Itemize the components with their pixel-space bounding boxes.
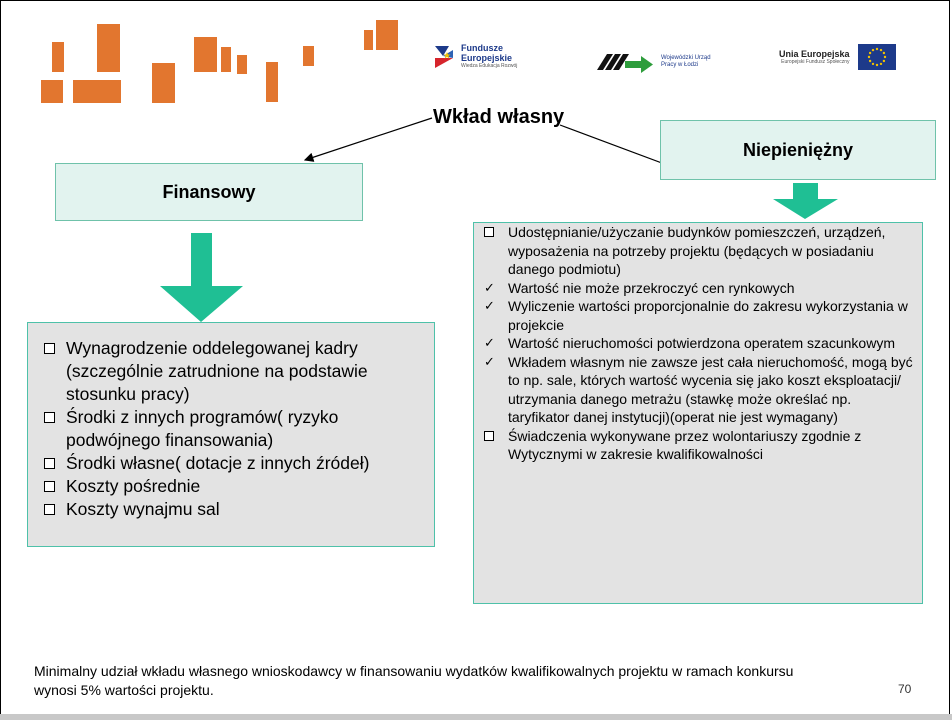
heading-finansowy-label: Finansowy (162, 181, 256, 202)
decorative-bar (376, 20, 398, 50)
decorative-bar (237, 55, 247, 74)
list-item-text: Wartość nieruchomości potwierdzona opera… (508, 335, 895, 351)
list-item: Wynagrodzenie oddelegowanej kadry (szcze… (44, 337, 424, 406)
logo-fundusze-europejskie: Fundusze Europejskie Wiedza Edukacja Roz… (433, 43, 518, 70)
checkmark-icon: ✓ (484, 298, 495, 313)
list-item-text: Wkładem własnym nie zawsze jest cała nie… (508, 353, 913, 426)
checkmark-icon: ✓ (484, 279, 495, 295)
decorative-bar (221, 47, 231, 72)
logo-fe-line3: Wiedza Edukacja Rozwój (461, 63, 518, 70)
logo-wup-line1: Wojewódzki Urząd (661, 54, 711, 61)
heading-finansowy: Finansowy (55, 163, 363, 221)
decorative-bar (364, 30, 373, 50)
decorative-bar (152, 63, 175, 103)
checkbox-square-icon (44, 481, 55, 492)
slide-bottom-bar (0, 714, 952, 720)
logo-unia-europejska: Unia Europejska Europejski Fundusz Społe… (779, 44, 896, 70)
list-item: Koszty pośrednie (44, 475, 424, 498)
down-arrow-left-icon (160, 233, 243, 322)
list-item-text: Koszty wynajmu sal (66, 499, 220, 519)
heading-niepieniezny: Niepieniężny (660, 120, 936, 180)
footnote: Minimalny udział wkładu własnego wniosko… (34, 663, 794, 698)
logo-fe-line1: Fundusze (461, 43, 503, 54)
logo-wup-lodz: Wojewódzki Urząd Pracy w Łodzi (597, 50, 711, 74)
decorative-bar (41, 80, 63, 103)
checkmark-icon: ✓ (484, 335, 495, 350)
wup-logo-icon (597, 54, 653, 73)
logo-ue-line2: Europejski Fundusz Społeczny (781, 59, 850, 66)
checkbox-square-icon (484, 227, 494, 237)
decorative-bar (97, 24, 120, 72)
fundusze-europejskie-icon (435, 46, 453, 68)
list-item: Koszty wynajmu sal (44, 498, 424, 521)
list-item: Świadczenia wykonywane przez wolontarius… (484, 427, 914, 464)
list-finansowy: Wynagrodzenie oddelegowanej kadry (szcze… (27, 322, 435, 547)
list-item: ✓ Wkładem własnym nie zawsze jest cała ni… (484, 353, 914, 427)
checkbox-square-icon (44, 504, 55, 515)
list-item: Środki z innych programów( ryzyko podwój… (44, 406, 424, 452)
list-item: ✓ Wartość nieruchomości potwierdzona oper… (484, 334, 914, 353)
list-item-text: Środki własne( dotacje z innych źródeł) (66, 453, 370, 473)
decorative-bar (52, 42, 64, 72)
checkbox-square-icon (44, 412, 55, 423)
checkbox-square-icon (44, 343, 55, 354)
list-item: ✓ Wartość nie może przekroczyć cen rynkow… (484, 279, 914, 298)
decorative-bar (266, 62, 278, 102)
logo-fe-line2: Europejskie (461, 52, 513, 63)
list-item-text: Koszty pośrednie (66, 476, 201, 496)
decorative-bar (303, 46, 314, 66)
checkbox-square-icon (484, 430, 494, 441)
decorative-bar (73, 80, 121, 103)
list-item-text: Udostępnianie/użyczanie budynków pomiesz… (508, 224, 886, 277)
list-item-text: Środki z innych programów( ryzyko podwój… (66, 407, 339, 450)
decorative-bar (194, 37, 217, 72)
list-item-text: Wyliczenie wartości proporcjonalnie do z… (508, 298, 908, 333)
down-arrow-right-icon (773, 183, 838, 219)
diagram-title: Wkład własny (433, 106, 565, 128)
logo-ue-line1: Unia Europejska (779, 48, 850, 59)
checkmark-icon: ✓ (484, 353, 495, 369)
list-item-text: Świadczenia wykonywane przez wolontarius… (508, 427, 862, 463)
list-item: Środki własne( dotacje z innych źródeł) (44, 452, 424, 475)
list-item-text: Wartość nie może przekroczyć cen rynkowy… (508, 279, 795, 296)
logo-wup-line2: Pracy w Łodzi (661, 62, 699, 68)
list-item: Udostępnianie/użyczanie budynków pomiesz… (484, 223, 914, 279)
list-item: ✓ Wyliczenie wartości proporcjonalnie do … (484, 297, 914, 334)
checkbox-square-icon (44, 458, 55, 469)
list-niepieniezny: Udostępnianie/użyczanie budynków pomiesz… (473, 222, 923, 604)
heading-niepieniezny-label: Niepieniężny (742, 139, 854, 160)
eu-flag-icon (857, 44, 896, 70)
page-number: 70 (898, 682, 912, 696)
list-item-text: Wynagrodzenie oddelegowanej kadry (szcze… (66, 338, 368, 404)
connector-to-finansowy (303, 117, 433, 162)
